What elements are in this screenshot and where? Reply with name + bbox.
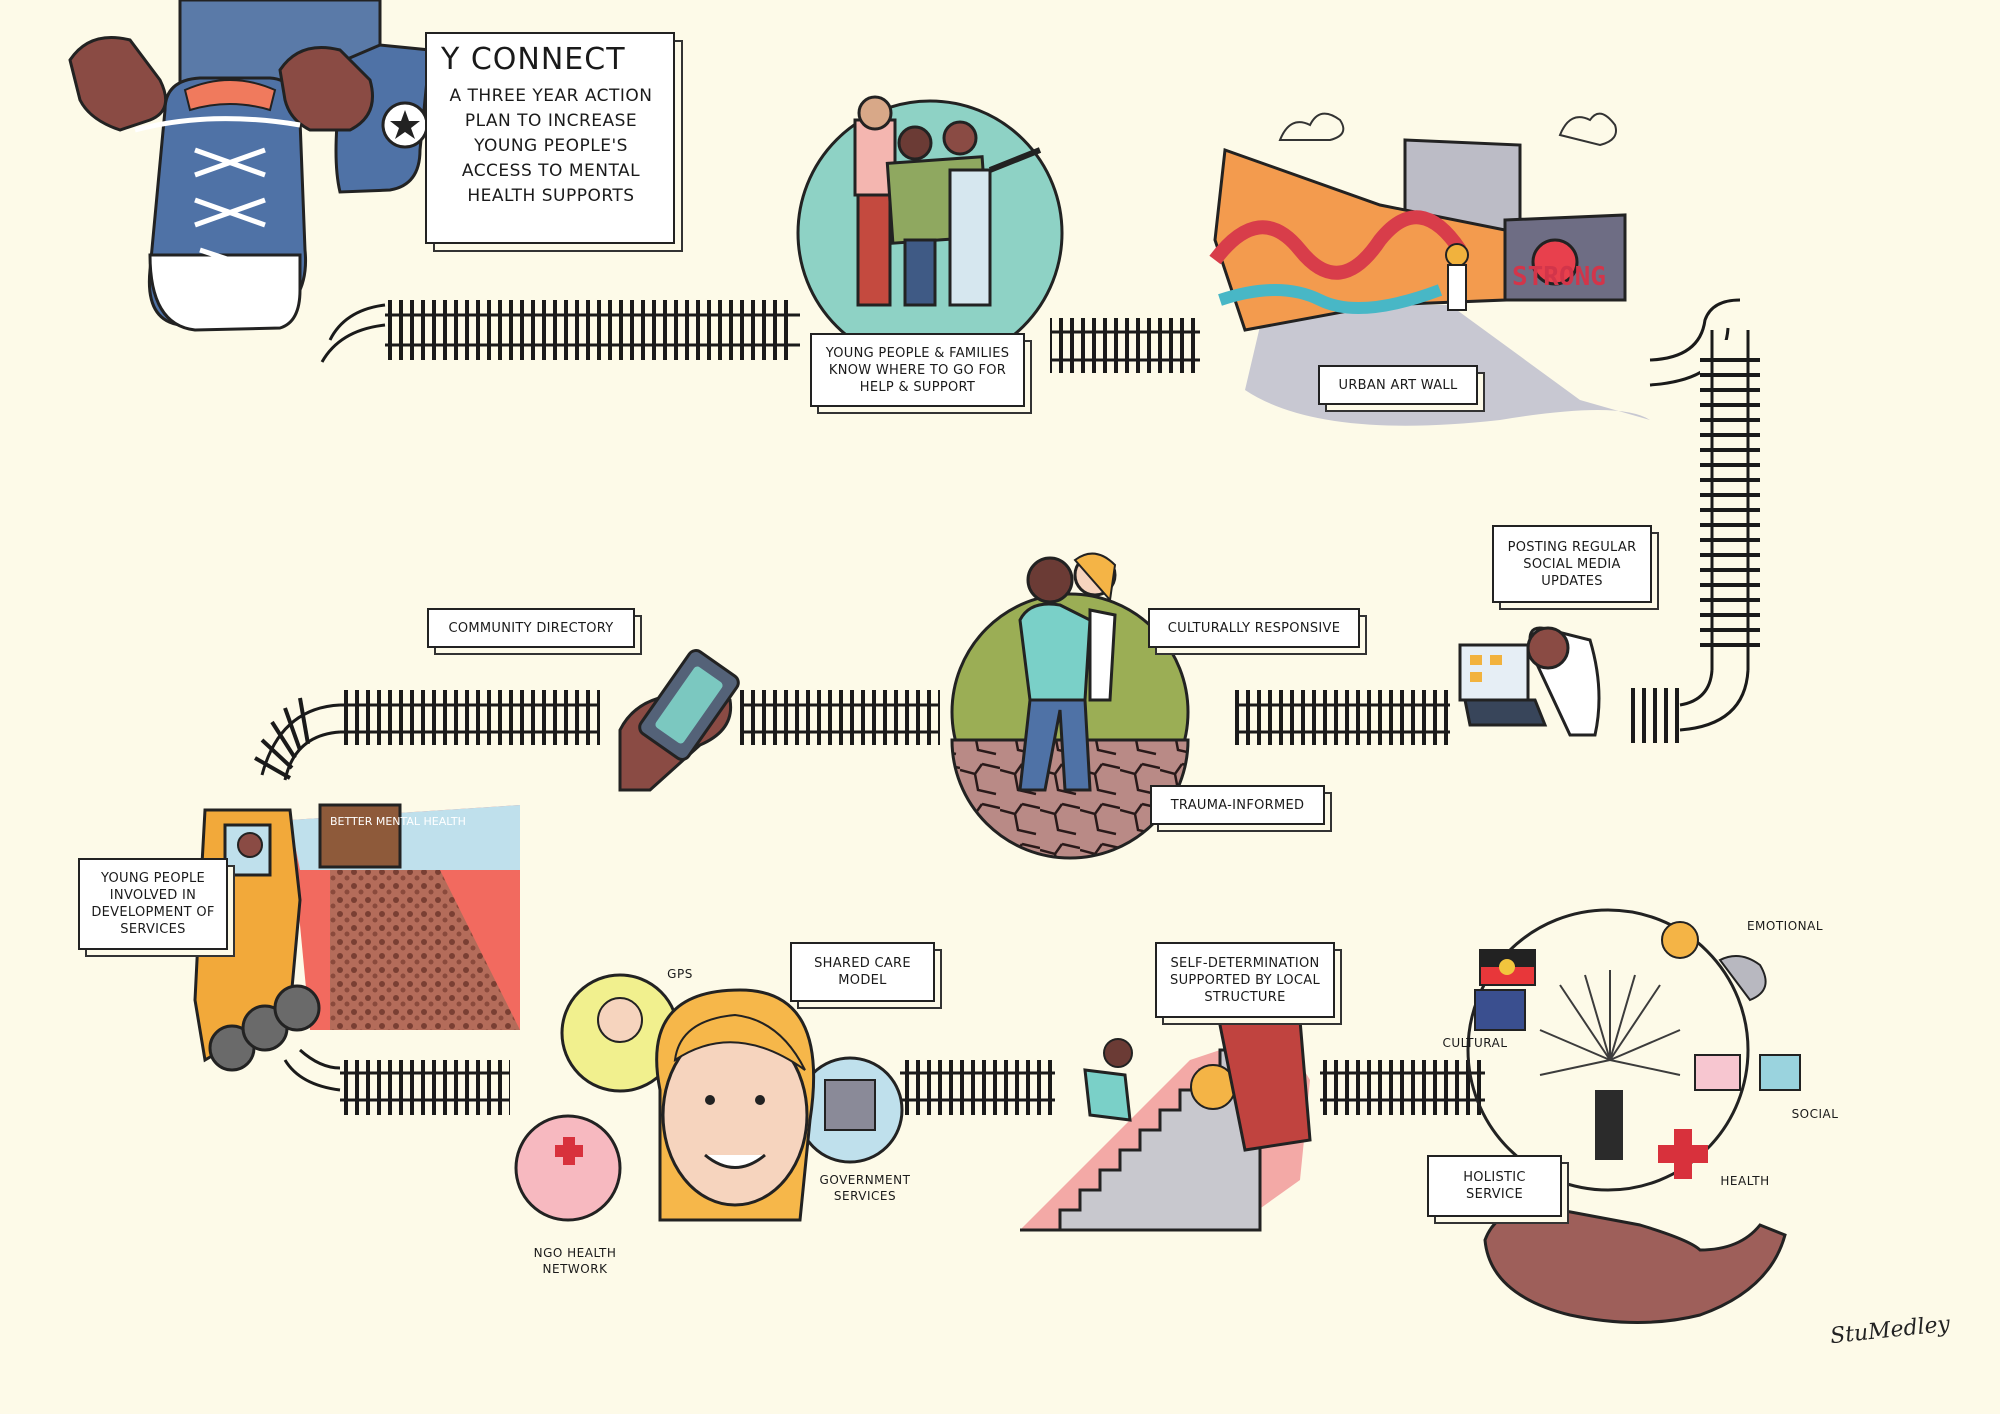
label-government-services: GOVERNMENT SERVICES <box>819 1173 911 1203</box>
label-cultural: CULTURAL <box>1442 1036 1508 1050</box>
shared-care-illustration <box>514 973 904 1222</box>
families-illustration <box>796 95 1064 367</box>
stairs-illustration <box>1020 998 1312 1232</box>
track-segment <box>1050 318 1200 373</box>
couple-illustration <box>950 552 1190 860</box>
track-segment <box>340 690 600 745</box>
track-segment <box>740 690 940 745</box>
phone-hand-illustration <box>618 649 740 792</box>
label-social: SOCIAL <box>1791 1107 1839 1121</box>
track-segment <box>340 1060 510 1115</box>
step-label-holistic-service: HOLISTIC SERVICE <box>1427 1155 1562 1217</box>
step-label-social-media-text: POSTING REGULAR SOCIAL MEDIA UPDATES <box>1507 539 1637 589</box>
step-label-shared-care: SHARED CARE MODEL <box>790 942 935 1002</box>
step-label-art-wall-text: URBAN ART WALL <box>1338 377 1458 393</box>
step-label-families: YOUNG PEOPLE & FAMILIES KNOW WHERE TO GO… <box>810 333 1025 407</box>
graffiti-text: STRONG <box>1512 262 1606 292</box>
step-label-culturally-responsive-text: CULTURALLY RESPONSIVE <box>1167 620 1341 636</box>
laptop-user-illustration <box>1458 626 1601 737</box>
step-label-young-people-involved-text: YOUNG PEOPLE INVOLVED IN DEVELOPMENT OF … <box>91 871 215 937</box>
track-segment <box>1235 690 1450 745</box>
step-label-culturally-responsive: CULTURALLY RESPONSIVE <box>1148 608 1360 648</box>
step-label-young-people-involved: YOUNG PEOPLE INVOLVED IN DEVELOPMENT OF … <box>78 858 228 950</box>
track-segment <box>385 300 790 360</box>
step-label-trauma-informed-text: TRAUMA-INFORMED <box>1170 797 1305 813</box>
step-label-self-determination: SELF-DETERMINATION SUPPORTED BY LOCAL ST… <box>1155 942 1335 1018</box>
step-label-community-directory-text: COMMUNITY DIRECTORY <box>448 620 614 636</box>
label-gps: GPs <box>667 967 693 981</box>
label-health: HEALTH <box>1720 1174 1770 1188</box>
holistic-illustration <box>1466 908 1801 1324</box>
step-label-self-determination-text: SELF-DETERMINATION SUPPORTED BY LOCAL ST… <box>1170 955 1320 1005</box>
label-ngo-health-network: NGO HEALTH NETWORK <box>533 1246 617 1276</box>
track-segment <box>1320 1060 1485 1115</box>
title-card: Y CONNECT A THREE YEAR ACTION PLAN TO IN… <box>425 32 675 244</box>
page-subtitle: A THREE YEAR ACTION PLAN TO INCREASE YOU… <box>449 86 653 206</box>
step-label-shared-care-text: SHARED CARE MODEL <box>814 956 911 988</box>
step-label-holistic-service-text: HOLISTIC SERVICE <box>1463 1170 1526 1202</box>
step-label-art-wall: URBAN ART WALL <box>1318 365 1478 405</box>
step-label-community-directory: COMMUNITY DIRECTORY <box>427 608 635 648</box>
step-label-families-text: YOUNG PEOPLE & FAMILIES KNOW WHERE TO GO… <box>825 345 1010 395</box>
track-segment <box>900 1060 1055 1115</box>
label-emotional: EMOTIONAL <box>1746 919 1824 933</box>
ngo-circle <box>514 1114 622 1222</box>
sign-text: BETTER MENTAL HEALTH <box>330 815 466 828</box>
step-label-social-media: POSTING REGULAR SOCIAL MEDIA UPDATES <box>1492 525 1652 603</box>
step-label-trauma-informed: TRAUMA-INFORMED <box>1150 785 1325 825</box>
railway-track <box>254 298 1760 1115</box>
open-hand <box>1483 1206 1787 1324</box>
sneakers-illustration <box>68 0 432 332</box>
train-illustration: BETTER MENTAL HEALTH <box>193 803 520 1072</box>
page-title: Y CONNECT <box>441 42 626 77</box>
